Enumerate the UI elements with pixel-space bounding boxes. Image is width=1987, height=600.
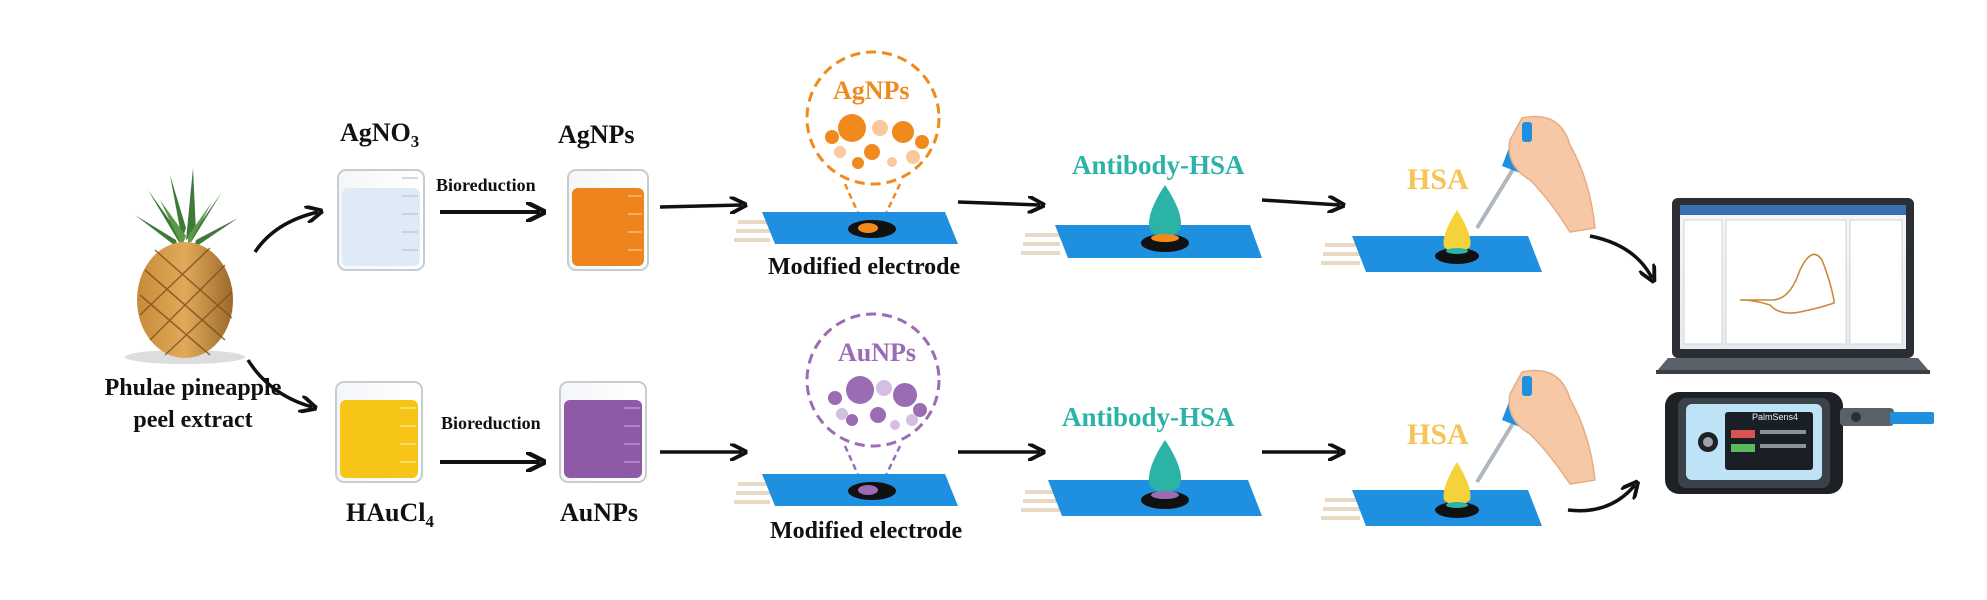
electrode-label-bottom: Modified electrode — [770, 518, 963, 544]
hsa-label-bottom: HSA — [1407, 418, 1469, 451]
beaker-agno3 — [337, 169, 425, 271]
beaker-haucl4 — [335, 381, 423, 483]
modified-electrode-bottom — [734, 474, 958, 506]
antibody-label-top: Antibody-HSA — [1072, 150, 1245, 180]
beaker-agnps — [567, 169, 649, 271]
arrow-to-laptop — [1589, 234, 1652, 278]
arrow-to-antibody-top — [957, 202, 1040, 205]
modified-electrode-top — [734, 212, 958, 244]
pineapple-image — [125, 168, 245, 364]
potentiostat-image — [1665, 392, 1934, 494]
bioreduction-label-bottom: Bioreduction — [441, 413, 541, 433]
agnps-bubble — [805, 50, 941, 227]
potentiostat-screen-title: PalmSens4 — [1752, 412, 1799, 422]
source-label: Phulae pineapple peel extract — [68, 372, 318, 436]
electrode-label-top: Modified electrode — [768, 254, 961, 280]
arrow-to-electrode-top — [659, 205, 742, 207]
antibody-electrode-top — [1021, 185, 1262, 258]
bubble-label-top: AgNPs — [833, 76, 910, 105]
pipette-hand-bottom — [1475, 369, 1596, 485]
source-label-line1: Phulae pineapple — [104, 375, 282, 401]
bioreduction-label-top: Bioreduction — [436, 175, 536, 195]
hsa-electrode-bottom — [1321, 462, 1542, 526]
beaker-aunps — [559, 381, 647, 483]
product-label-top: AgNPs — [558, 120, 635, 149]
source-label-line2: peel extract — [133, 407, 253, 433]
arrow-to-hsa-top — [1261, 200, 1340, 205]
aunps-bubble — [805, 312, 941, 489]
antibody-electrode-bottom — [1021, 440, 1262, 516]
precursor-label-top: AgNO3 — [340, 118, 420, 151]
arrow-to-agno3 — [253, 212, 318, 253]
product-label-bottom: AuNPs — [560, 498, 639, 527]
arrow-to-haucl4 — [246, 359, 312, 407]
hsa-electrode-top — [1321, 210, 1542, 272]
hsa-label-top: HSA — [1407, 163, 1469, 196]
arrow-to-potentiostat — [1567, 485, 1635, 513]
laptop-image — [1656, 198, 1930, 374]
precursor-label-bottom: HAuCl4 — [346, 498, 434, 531]
pipette-hand-top — [1475, 115, 1596, 233]
bubble-label-bottom: AuNPs — [838, 338, 917, 367]
antibody-label-bottom: Antibody-HSA — [1062, 402, 1235, 432]
